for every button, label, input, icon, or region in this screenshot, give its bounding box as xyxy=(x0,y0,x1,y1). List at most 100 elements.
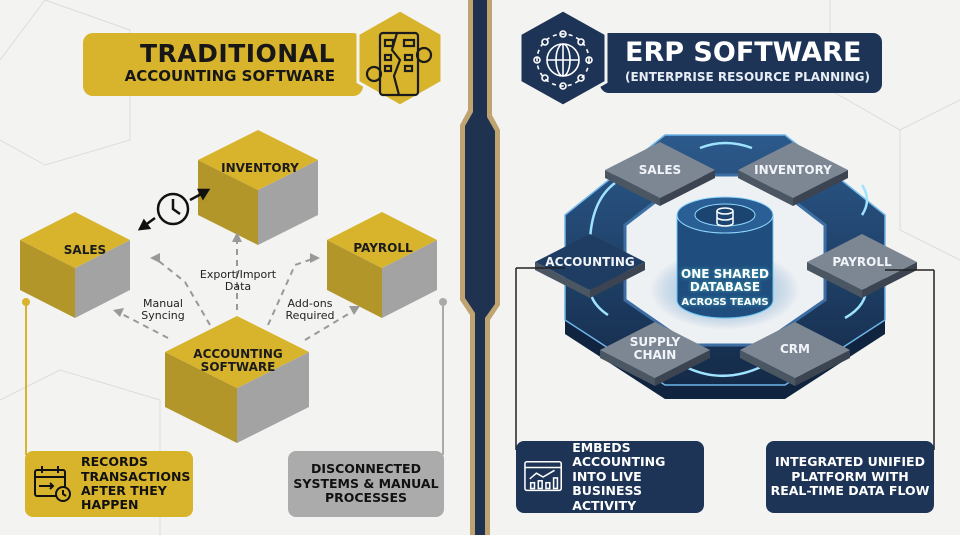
line: BUSINESS ACTIVITY xyxy=(572,483,642,513)
line: ACROSS TEAMS xyxy=(681,296,769,308)
globe-network-icon xyxy=(533,30,593,90)
line: Data xyxy=(224,280,252,294)
broken-calculator-gear-icon xyxy=(365,31,433,97)
left-subtitle: ACCOUNTING SOFTWARE xyxy=(124,67,335,85)
right-subtitle: (ENTERPRISE RESOURCE PLANNING) xyxy=(625,70,870,84)
line: DISCONNECTED xyxy=(311,461,421,477)
module-sales: SALES xyxy=(63,243,107,257)
erp-tile-crm xyxy=(740,322,850,386)
tile-side xyxy=(535,262,590,298)
line: CHAIN xyxy=(633,348,677,363)
line: INTO LIVE xyxy=(572,468,642,484)
line: DATABASE xyxy=(689,280,761,295)
line: Add-ons xyxy=(287,297,333,310)
analytics-dashboard-icon xyxy=(524,460,562,492)
cube-payroll xyxy=(327,212,437,318)
line: INTEGRATED UNIFIED xyxy=(775,454,925,470)
line: Export/Import xyxy=(199,268,277,281)
line: REAL-TIME DATA FLOW xyxy=(770,483,930,499)
arrowheads xyxy=(113,232,360,317)
cube-right-face xyxy=(382,240,437,318)
erp-module-payroll: PAYROLL xyxy=(832,255,892,269)
center-divider xyxy=(460,0,500,535)
tile-top xyxy=(605,142,715,198)
shared-database-cylinder xyxy=(676,196,774,319)
tile-top xyxy=(740,322,850,378)
line: PROCESSES xyxy=(324,490,408,506)
line: PLATFORM WITH xyxy=(791,468,909,484)
cube-left-face xyxy=(327,240,382,318)
erp-module-accounting: ACCOUNTING xyxy=(545,255,635,269)
tile-side xyxy=(862,262,917,298)
erp-tile-sales xyxy=(605,142,715,206)
line: Syncing xyxy=(141,309,185,323)
tile-side xyxy=(795,350,850,386)
module-payroll: PAYROLL xyxy=(353,241,413,255)
line: ACCOUNTING xyxy=(572,454,666,470)
line: SUPPLY xyxy=(629,335,681,349)
erp-module-crm: CRM xyxy=(780,342,810,356)
line: TRANSACTIONS xyxy=(81,468,191,484)
cube-left-face xyxy=(165,352,237,443)
line: HAPPEN xyxy=(81,497,139,513)
cube-top-face xyxy=(327,212,437,268)
cube-accounting xyxy=(165,316,309,443)
tile-side xyxy=(605,170,660,206)
right-title: ERP SOFTWARE xyxy=(625,37,862,68)
cube-top-face xyxy=(165,316,309,388)
erp-module-inventory: INVENTORY xyxy=(754,163,832,177)
tile-top xyxy=(600,322,710,378)
cube-left-face xyxy=(20,240,75,318)
tile-side xyxy=(600,350,655,386)
clock-sync-icon xyxy=(137,188,211,231)
right-title-banner xyxy=(600,33,882,93)
tile-top xyxy=(807,234,917,290)
tile-side xyxy=(793,170,848,206)
module-inventory: INVENTORY xyxy=(221,161,299,175)
cube-inventory xyxy=(198,130,318,245)
tile-side xyxy=(590,262,645,298)
database-icon xyxy=(716,207,734,227)
tile-side xyxy=(807,262,862,298)
tile-side xyxy=(740,350,795,386)
erp-tile-supply-chain xyxy=(600,322,710,386)
left-title-banner xyxy=(83,33,363,96)
line: Required xyxy=(285,309,335,323)
tile-top xyxy=(535,234,645,290)
tile-side xyxy=(738,170,793,206)
erp-tile-payroll xyxy=(807,234,917,298)
cube-top-face xyxy=(20,212,130,268)
cube-left-face xyxy=(198,160,258,245)
line: RECORDS xyxy=(81,454,148,470)
erp-tile-accounting xyxy=(535,234,645,298)
line: ONE SHARED xyxy=(681,267,769,281)
tile-side xyxy=(655,350,710,386)
line: Manual xyxy=(143,297,183,310)
line: ACCOUNTING xyxy=(193,347,283,361)
tile-side xyxy=(660,170,715,206)
cube-right-face xyxy=(258,160,318,245)
cube-right-face xyxy=(237,352,309,443)
left-title: TRADITIONAL xyxy=(139,39,335,68)
cube-sales xyxy=(20,212,130,318)
erp-tile-inventory xyxy=(738,142,848,206)
cube-top-face xyxy=(198,130,318,190)
line: EMBEDS xyxy=(572,440,631,456)
calendar-clock-icon xyxy=(34,466,71,502)
dashed-connector-arrows xyxy=(117,238,356,341)
tile-top xyxy=(738,142,848,198)
